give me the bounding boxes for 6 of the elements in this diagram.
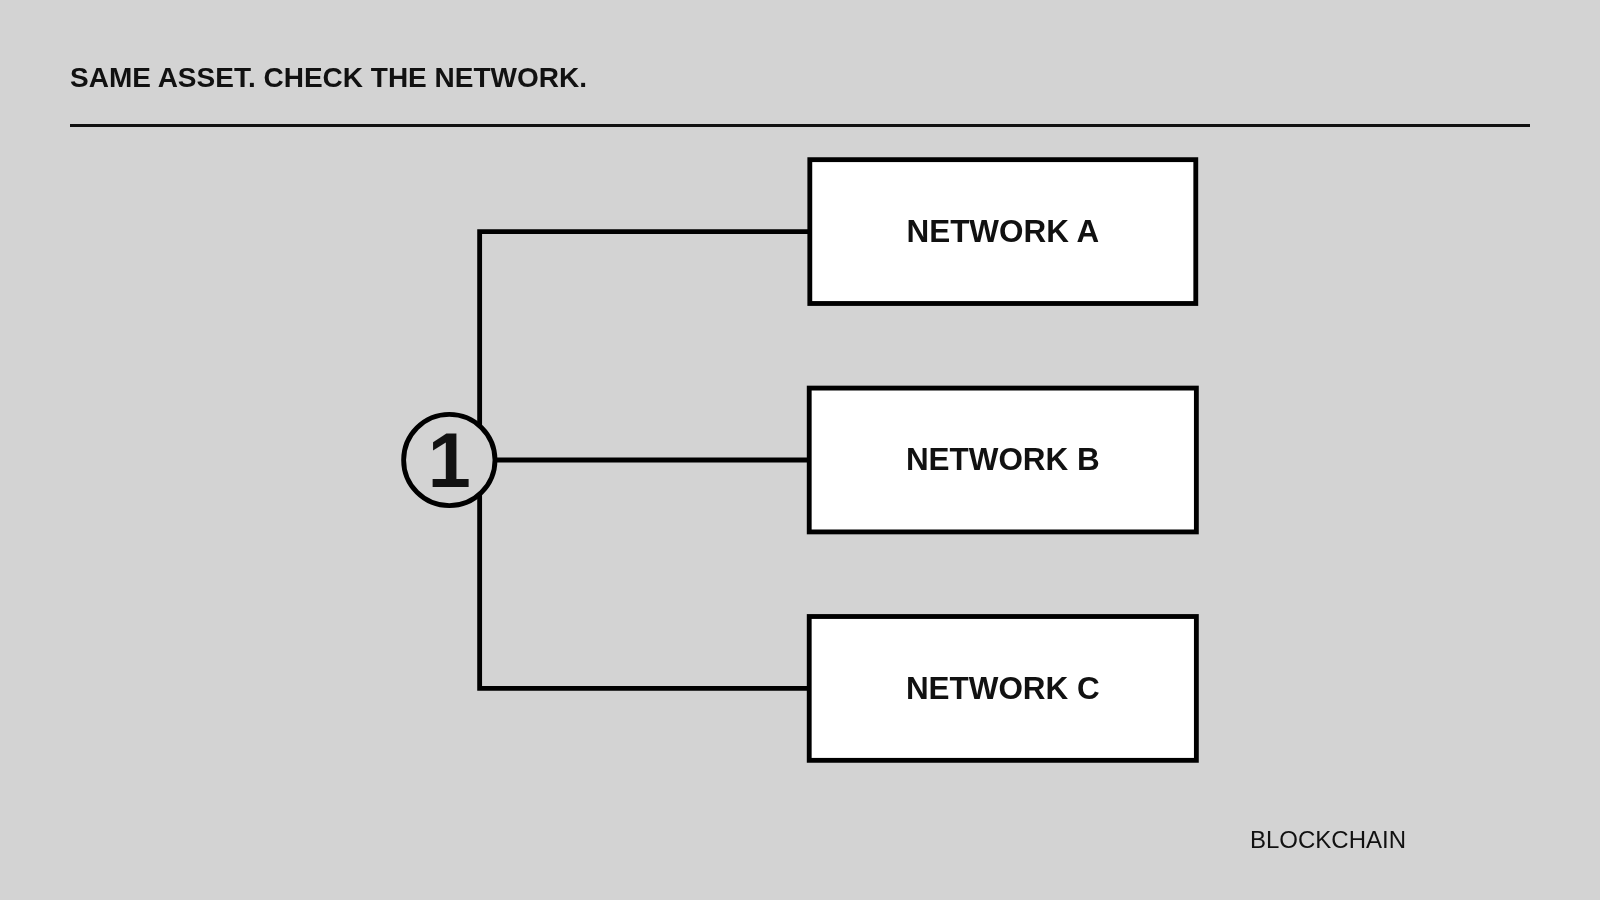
node-box: NETWORK C — [806, 614, 1199, 763]
node-circle: 1 — [401, 411, 498, 509]
footer-label: BLOCKCHAIN — [1250, 826, 1407, 854]
node-box: NETWORK B — [806, 385, 1199, 535]
diagram-title: SAME ASSET. CHECK THE NETWORK. — [70, 62, 587, 94]
node-box: NETWORK A — [807, 157, 1199, 306]
